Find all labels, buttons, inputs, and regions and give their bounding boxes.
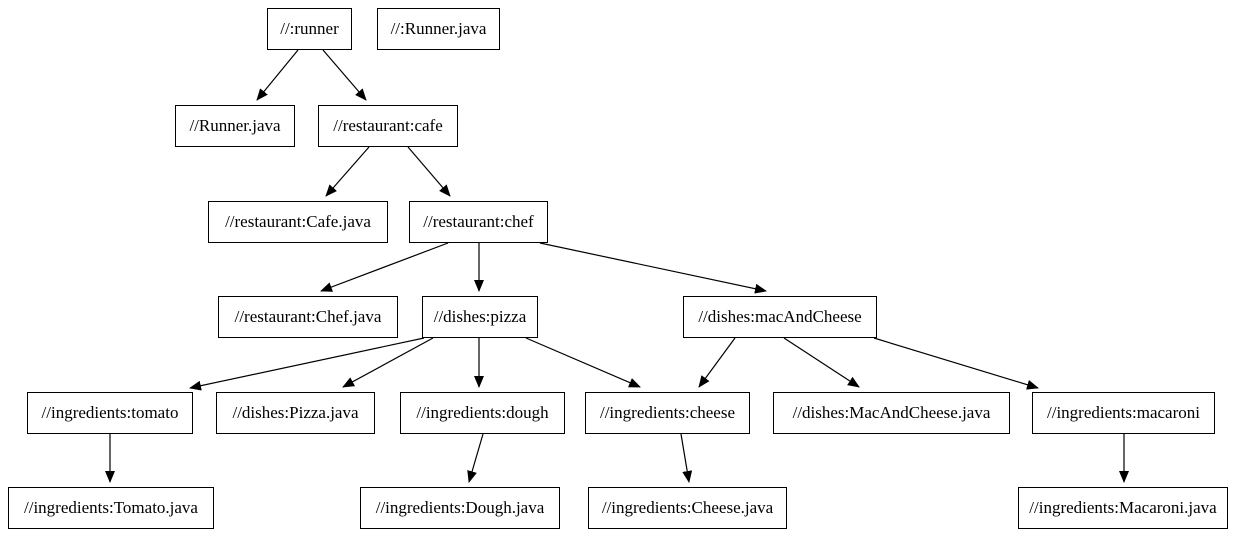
node-runner-java-isolated: //:Runner.java	[377, 8, 500, 50]
node-cheese-java: //ingredients:Cheese.java	[588, 487, 787, 529]
edge-runner-to-runner-java	[256, 49, 299, 101]
edge-cafe-to-cafe-java	[325, 146, 370, 197]
edge-pizza-to-cheese	[525, 337, 641, 388]
edge-chef-to-chef-java	[320, 242, 449, 292]
node-chef: //restaurant:chef	[409, 201, 548, 243]
node-dough: //ingredients:dough	[400, 392, 565, 434]
node-cafe-java: //restaurant:Cafe.java	[208, 201, 388, 243]
node-macaroni: //ingredients:macaroni	[1032, 392, 1215, 434]
node-tomato: //ingredients:tomato	[27, 392, 193, 434]
node-tomato-java: //ingredients:Tomato.java	[8, 487, 214, 529]
edge-cafe-to-chef	[407, 146, 451, 197]
node-cafe: //restaurant:cafe	[318, 105, 458, 147]
edge-dough-to-dough-java	[467, 433, 484, 483]
node-macaroni-java: //ingredients:Macaroni.java	[1018, 487, 1228, 529]
node-cheese: //ingredients:cheese	[585, 392, 750, 434]
edge-mac-and-cheese-to-cheese	[698, 337, 736, 388]
node-chef-java: //restaurant:Chef.java	[218, 296, 398, 338]
edge-pizza-to-pizza-java	[342, 337, 434, 388]
node-pizza: //dishes:pizza	[422, 296, 538, 338]
node-runner-java: //Runner.java	[175, 105, 295, 147]
node-mac-and-cheese: //dishes:macAndCheese	[683, 296, 877, 338]
edge-chef-to-mac-and-cheese	[539, 242, 767, 294]
edge-runner-to-cafe	[322, 49, 367, 101]
node-dough-java: //ingredients:Dough.java	[360, 487, 560, 529]
node-pizza-java: //dishes:Pizza.java	[216, 392, 375, 434]
edge-mac-and-cheese-to-mac-java	[783, 337, 860, 388]
node-mac-and-cheese-java: //dishes:MacAndCheese.java	[773, 392, 1010, 434]
edge-mac-and-cheese-to-macaroni	[873, 337, 1039, 390]
edge-cheese-to-cheese-java	[680, 433, 693, 483]
node-runner: //:runner	[267, 8, 352, 50]
edge-pizza-to-tomato	[189, 337, 425, 391]
